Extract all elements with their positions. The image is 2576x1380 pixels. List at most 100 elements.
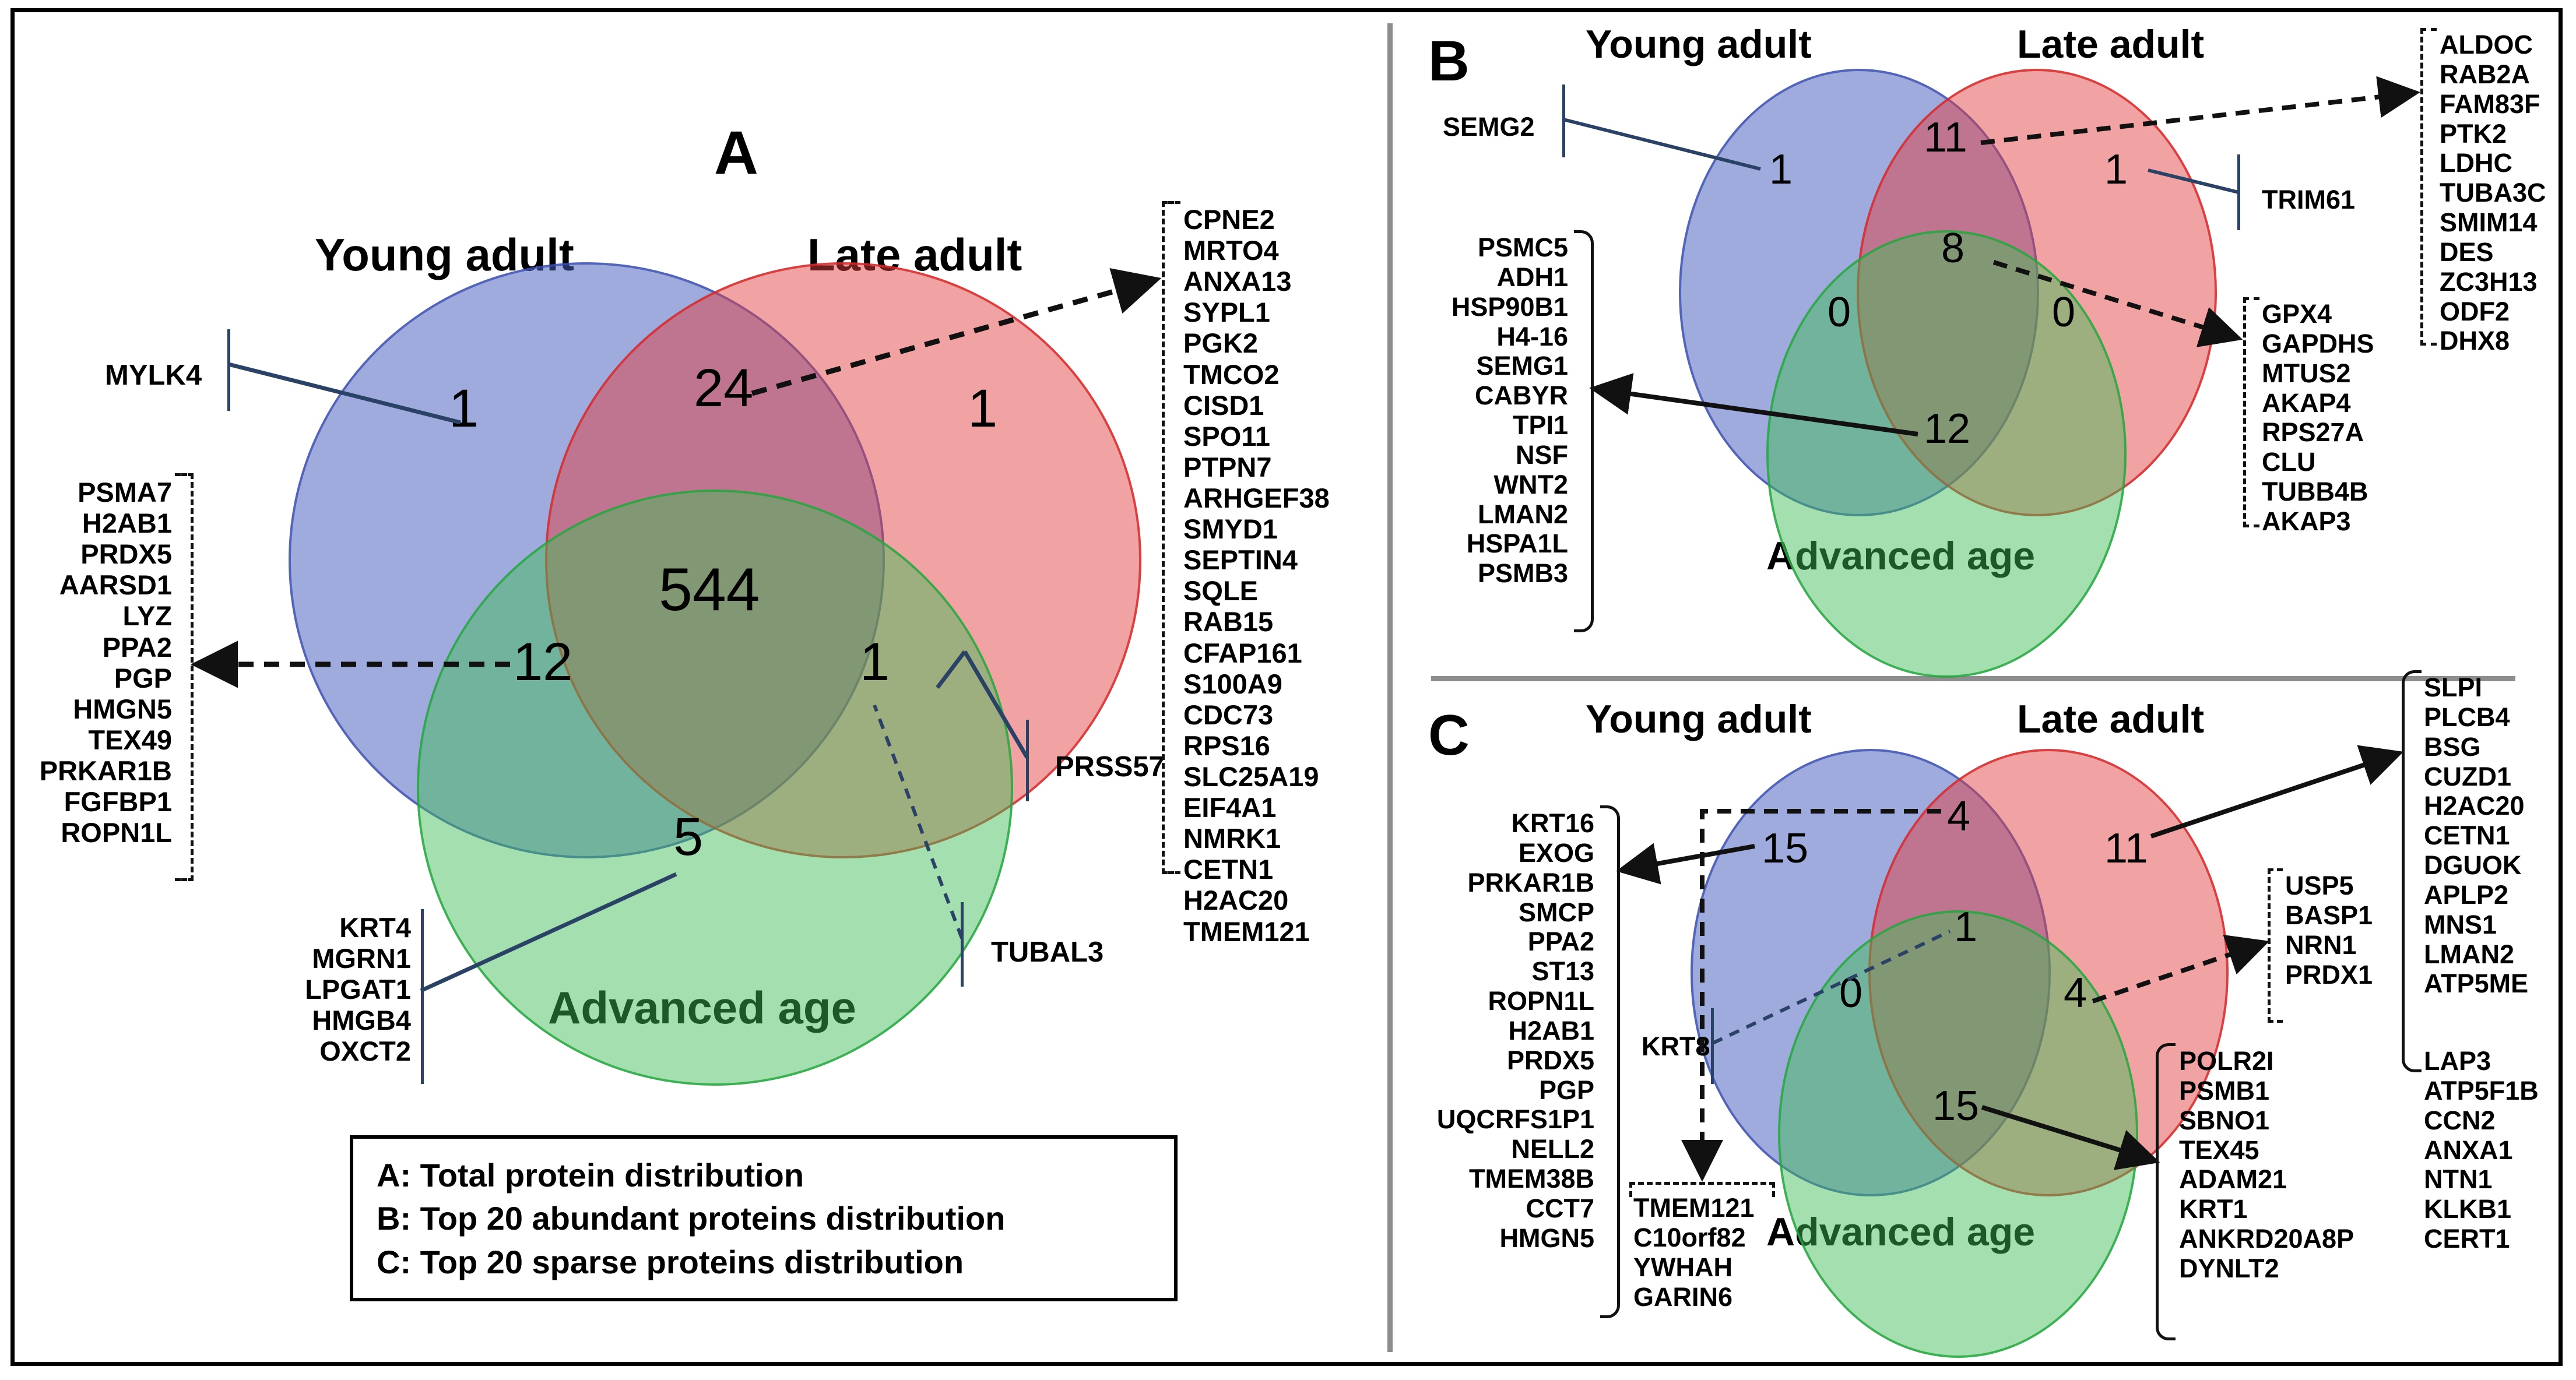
panel-c-label-young: Young adult	[1586, 697, 1812, 741]
protein-name: ROPN1L	[1488, 986, 1594, 1016]
panel-b-bracket-11	[2420, 28, 2437, 346]
protein-name: LDHC	[2440, 148, 2512, 178]
protein-name: SLC25A19	[1183, 761, 1319, 792]
protein-name: ATP5F1B	[2424, 1075, 2539, 1106]
protein-name: SEPTIN4	[1183, 544, 1298, 576]
protein-name: ARHGEF38	[1183, 482, 1330, 513]
protein-name: HMGB4	[312, 1005, 411, 1036]
protein-name: ODF2	[2440, 296, 2510, 326]
protein-name: BSG	[2424, 731, 2481, 762]
protein-name: PRKAR1B	[1467, 867, 1594, 897]
protein-name: USP5	[2285, 871, 2354, 900]
protein-name: ANXA13	[1183, 266, 1292, 297]
protein-name: UQCRFS1P1	[1436, 1104, 1594, 1135]
protein-name: SQLE	[1183, 575, 1258, 607]
panel-a-letter: A	[714, 119, 758, 187]
protein-name: ROPN1L	[61, 817, 172, 849]
protein-name: PRDX5	[1506, 1045, 1594, 1075]
panel-c-bracket-15-young	[1600, 805, 1620, 1318]
protein-name: HSPA1L	[1466, 529, 1568, 559]
protein-name: CCN2	[2424, 1105, 2496, 1135]
protein-name: KRT1	[2179, 1194, 2248, 1224]
protein-name: DYNLT2	[2179, 1253, 2279, 1283]
panel-a-bracket-12	[175, 473, 194, 881]
protein-name: CCT7	[1526, 1193, 1594, 1223]
panel-a-tag-prss57: PRSS57	[1055, 751, 1165, 783]
panel-c-count-young-late: 4	[1947, 793, 1971, 840]
protein-name: FAM83F	[2440, 89, 2540, 119]
panel-a-tick-mylk4	[227, 329, 230, 411]
panel-c-label-late: Late adult	[2017, 697, 2205, 741]
protein-name: SLPI	[2424, 673, 2483, 702]
protein-name: SYPL1	[1183, 297, 1270, 328]
protein-name: SMIM14	[2440, 207, 2538, 238]
legend-line-c: C: Top 20 sparse proteins distribution	[377, 1243, 964, 1280]
protein-name: TUBA3C	[2440, 178, 2546, 208]
protein-name: H2AB1	[82, 508, 172, 539]
protein-name: OXCT2	[319, 1036, 411, 1067]
protein-name: HMGN5	[73, 693, 172, 724]
panel-a-bracket-24	[1162, 201, 1180, 874]
protein-name: PSMB1	[2179, 1075, 2270, 1106]
protein-name: GAPDHS	[2262, 328, 2374, 358]
protein-name: PGP	[114, 662, 172, 693]
protein-name: LPGAT1	[305, 974, 411, 1005]
panel-c-letter: C	[1428, 703, 1470, 767]
legend-line-b: B: Top 20 abundant proteins distribution	[377, 1200, 1006, 1237]
panel-a-tick-5	[421, 909, 424, 1084]
protein-name: CFAP161	[1183, 637, 1302, 668]
protein-name: ANKRD20A8P	[2179, 1224, 2354, 1254]
protein-name: RPS16	[1183, 730, 1270, 761]
protein-name: MNS1	[2424, 909, 2497, 939]
protein-name: NSF	[1516, 439, 1568, 470]
panel-a-count-young-only: 1	[449, 379, 479, 438]
protein-name: NELL2	[1511, 1134, 1594, 1164]
panel-c-count-young-only: 15	[1762, 825, 1809, 872]
panel-c-count-all-three: 1	[1954, 904, 1978, 950]
protein-name: PSMA7	[78, 477, 172, 508]
panel-c-bracket-15-advanced	[2156, 1043, 2176, 1340]
protein-name: SMYD1	[1183, 513, 1278, 545]
protein-name: H2AB1	[1508, 1015, 1594, 1045]
protein-name: DES	[2440, 237, 2494, 267]
protein-name: RPS27A	[2262, 417, 2364, 448]
panel-b-bracket-8	[2243, 297, 2259, 527]
panel-b-tag-semg2: SEMG2	[1443, 112, 1535, 142]
protein-name: GARIN6	[1633, 1282, 1733, 1312]
protein-name: PPA2	[102, 631, 172, 663]
panel-b-count-young-advanced: 0	[1828, 289, 1851, 336]
protein-name: SMCP	[1518, 897, 1594, 927]
protein-name: KRT4	[339, 912, 411, 943]
panel-a-tick-tubal3	[961, 902, 964, 987]
panel-c-bracket-4-young-late	[1629, 1182, 1775, 1197]
protein-name: C10orf82	[1633, 1222, 1746, 1252]
protein-name: AKAP4	[2262, 388, 2351, 418]
panel-c-bracket-11-late	[2402, 670, 2422, 1072]
protein-name: PTK2	[2440, 118, 2507, 149]
protein-name: TUBB4B	[2262, 477, 2368, 507]
protein-name: CPNE2	[1183, 204, 1275, 235]
protein-name: CISD1	[1183, 389, 1264, 421]
protein-name: NTN1	[2424, 1164, 2493, 1195]
protein-name: SBNO1	[2179, 1105, 2270, 1135]
protein-name: LMAN2	[1478, 499, 1568, 529]
protein-name: CDC73	[1183, 699, 1274, 730]
panel-a-count-late-only: 1	[968, 379, 998, 438]
protein-name: TMCO2	[1183, 358, 1280, 390]
panel-a-tag-mylk4: MYLK4	[105, 360, 202, 391]
protein-name: RAB2A	[2440, 59, 2531, 89]
panel-a-count-advanced-only: 5	[673, 807, 704, 867]
protein-name: PGK2	[1183, 328, 1258, 359]
vertical-divider	[1387, 23, 1393, 1352]
protein-name: EIF4A1	[1183, 792, 1277, 823]
protein-name: ZC3H13	[2440, 266, 2538, 297]
protein-name: YWHAH	[1633, 1252, 1732, 1282]
panel-c-count-late-advanced: 4	[2064, 970, 2087, 1016]
